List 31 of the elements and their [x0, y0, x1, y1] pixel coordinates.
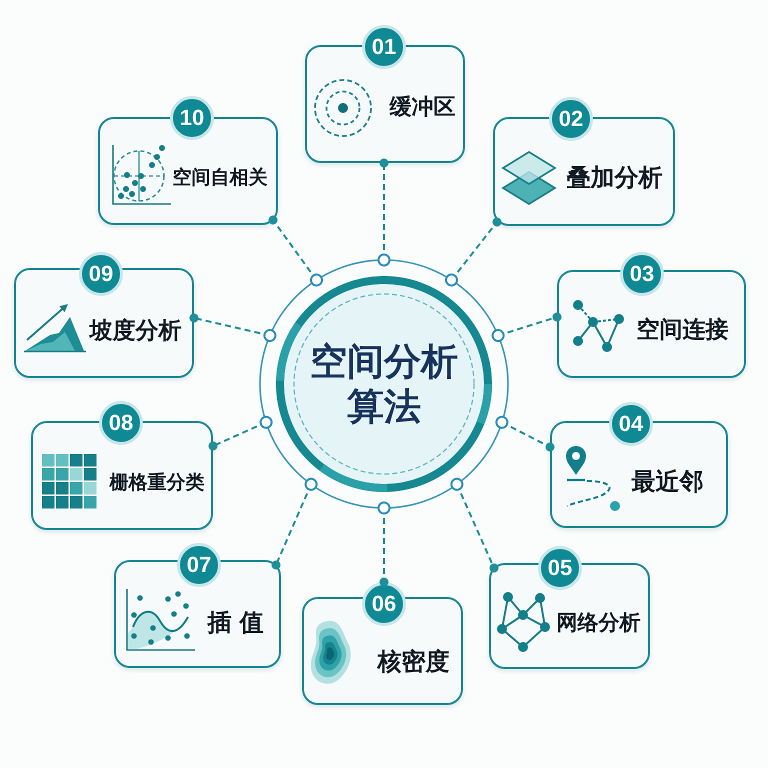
method-label: 核密度	[378, 647, 450, 676]
method-label: 网络分析	[556, 610, 640, 636]
method-label: 叠加分析	[566, 163, 662, 192]
connector	[208, 416, 273, 450]
connector	[492, 312, 562, 342]
connector	[445, 218, 502, 286]
method-label: 缓冲区	[390, 94, 456, 121]
method-label: 最近邻	[632, 467, 704, 496]
connector	[272, 478, 318, 570]
connector	[378, 158, 390, 266]
connector	[378, 502, 390, 586]
method-label: 空间自相关	[172, 166, 268, 189]
number-badge: 08	[99, 401, 143, 445]
connector	[495, 416, 554, 452]
number-badge: 10	[170, 96, 214, 140]
connector	[268, 216, 323, 286]
connector	[450, 478, 498, 572]
number-badge: 04	[609, 402, 653, 446]
number-badge: 07	[177, 543, 221, 587]
method-label: 插值	[208, 608, 272, 637]
number-badge: 03	[620, 252, 664, 296]
hub-circle	[258, 258, 510, 510]
number-badge: 02	[549, 97, 593, 141]
method-label: 坡度分析	[90, 318, 182, 346]
method-label: 空间连接	[636, 316, 728, 344]
method-label: 栅格重分类	[110, 471, 204, 494]
hub-title: 空间分析算法	[309, 338, 459, 430]
number-badge: 05	[538, 546, 582, 590]
number-badge: 01	[362, 25, 406, 69]
number-badge: 09	[79, 252, 123, 296]
connector	[190, 314, 276, 342]
